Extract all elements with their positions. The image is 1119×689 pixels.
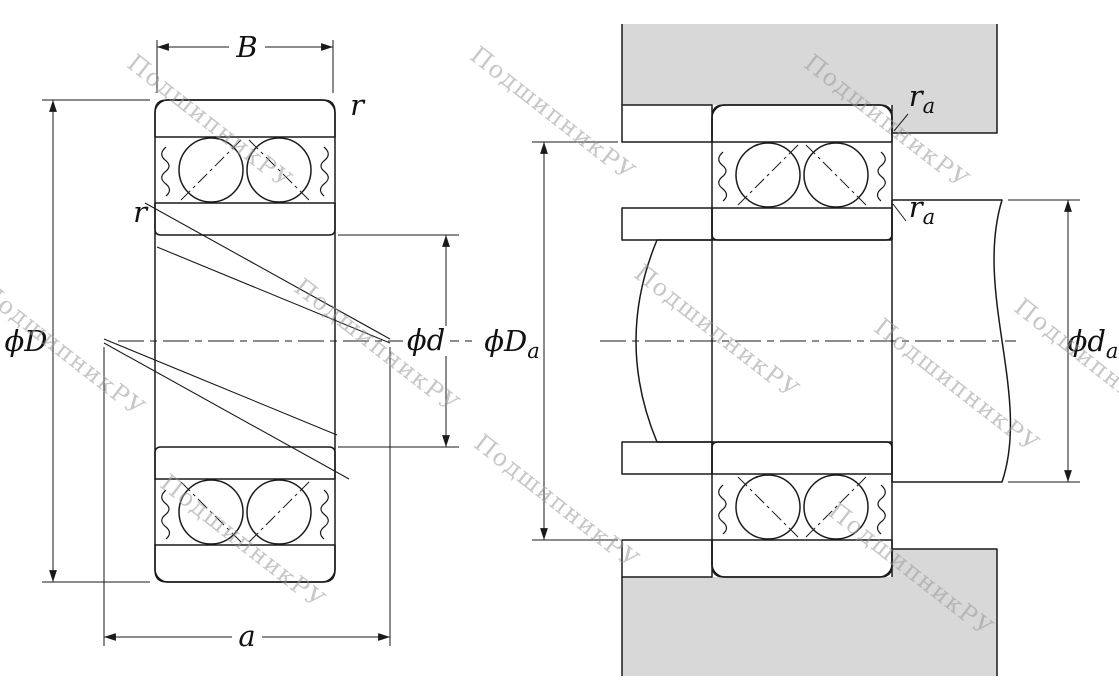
dim-label-housing-shoulder-diameter: ϕDa (484, 324, 540, 363)
ball (803, 474, 869, 540)
dimension-bore-diameter: ϕd (338, 234, 459, 448)
outer-ring-top (154, 99, 336, 138)
dimension-width-B: B (156, 30, 334, 93)
ball-axis-line (180, 139, 242, 201)
dimension-housing-shoulder-diameter: ϕDa (484, 141, 618, 541)
dimension-outer-diameter: ϕD (4, 99, 150, 583)
right-figure: ϕDa ϕda ra ra (484, 24, 1118, 676)
fillet-radius-shaft: ra (892, 190, 935, 229)
dim-label-bore-diameter: ϕd (407, 323, 445, 357)
ball-axis-line (805, 476, 867, 538)
leader-line (893, 113, 909, 132)
dim-label-shaft-shoulder-diameter: ϕda (1068, 324, 1119, 363)
ball-axis-line (805, 144, 867, 206)
outer-ring-bottom (154, 544, 336, 583)
ball-axis-line (737, 476, 799, 538)
ball (246, 479, 312, 545)
dimension-shaft-shoulder-diameter: ϕda (1008, 199, 1119, 483)
leader-line (892, 203, 907, 222)
label-chamfer-r-outer: r (350, 88, 366, 122)
ball-axis-line (737, 144, 799, 206)
dimension-load-center-distance: a (103, 347, 391, 653)
ball (178, 479, 244, 545)
dim-label-width: B (235, 30, 257, 64)
outer-ring-bottom (711, 539, 893, 578)
label-ra-housing: ra (909, 79, 935, 118)
label-ra-shaft: ra (909, 190, 935, 229)
ball-axis-line (248, 139, 310, 201)
left-figure: B ϕD ϕd a r r (4, 30, 472, 653)
ball (246, 137, 312, 203)
dim-label-outer-diameter: ϕD (4, 324, 47, 358)
ball (735, 474, 801, 540)
inner-ring-bottom (154, 446, 336, 480)
ball-axis-line (248, 481, 310, 543)
label-chamfer-r-inner: r (133, 195, 149, 229)
inner-ring-top (154, 202, 336, 236)
ball (178, 137, 244, 203)
fillet-radius-housing: ra (893, 79, 935, 132)
contact-angle-lines (103, 202, 391, 480)
outer-ring-top (711, 104, 893, 143)
ball (803, 142, 869, 208)
ball (735, 142, 801, 208)
dim-label-a: a (238, 619, 255, 653)
ball-axis-line (180, 481, 242, 543)
